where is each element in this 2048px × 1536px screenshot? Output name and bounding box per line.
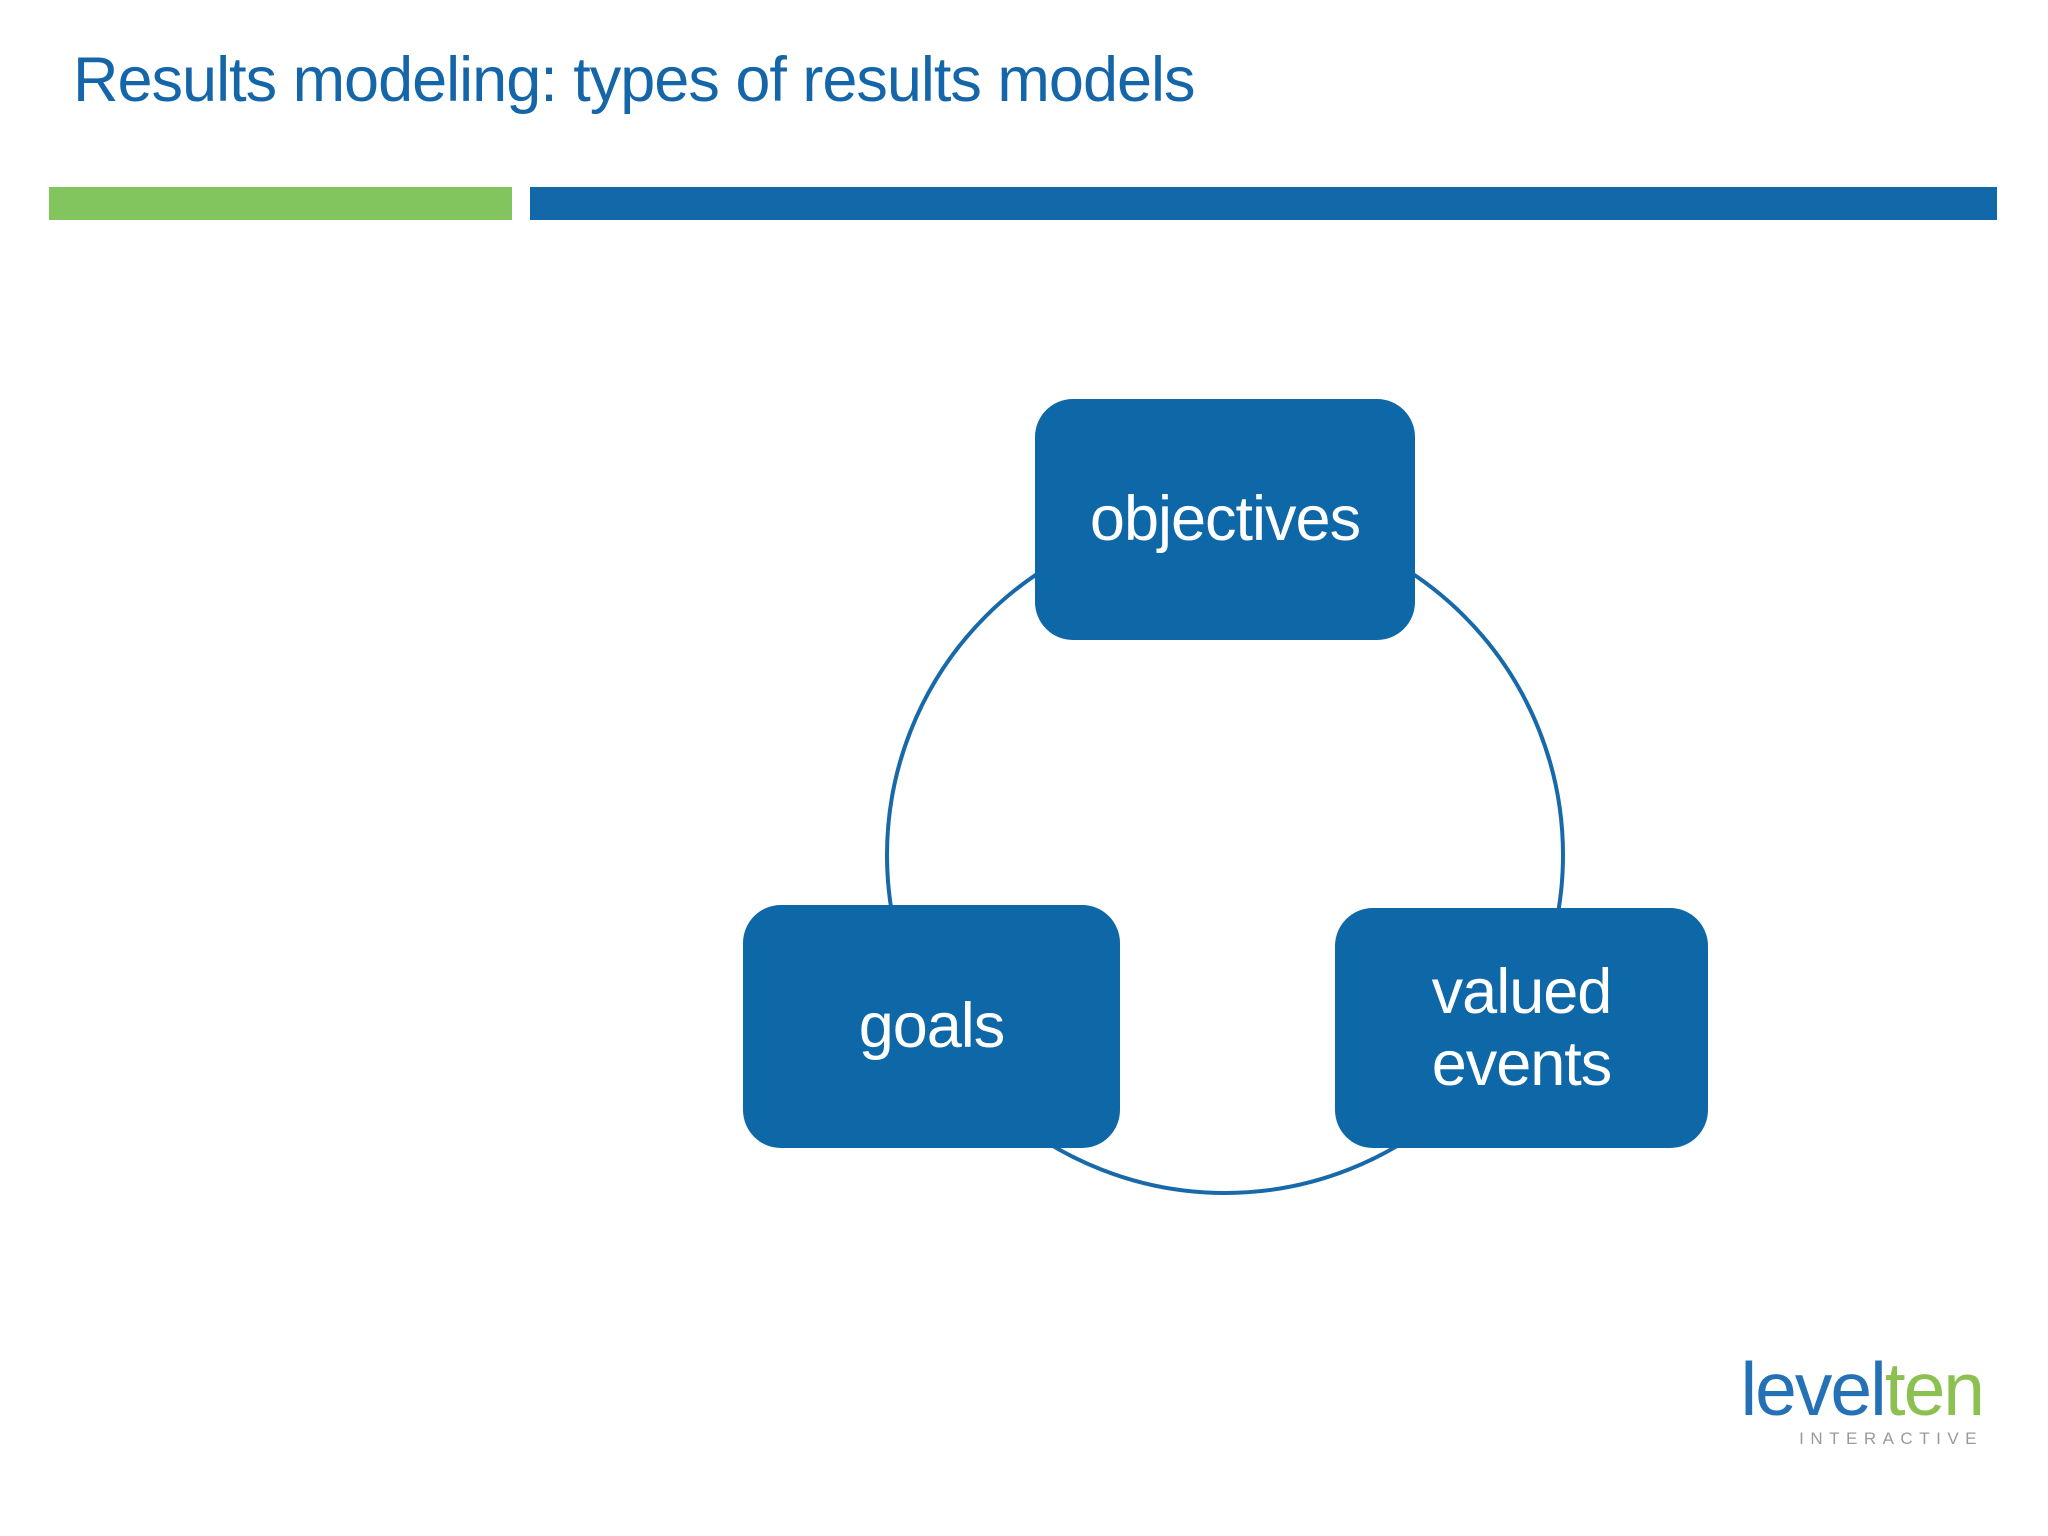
accent-bar-green [49,187,512,220]
diagram-node-objectives: objectives [1035,399,1415,640]
levelten-logo: levelten INTERACTIVE [1693,1352,1985,1449]
diagram-node-valued-events: valued events [1335,908,1708,1148]
levelten-logo-tagline: INTERACTIVE [1799,1429,1983,1448]
diagram-node-goals: goals [743,905,1120,1148]
diagram-node-objectives-label: objectives [1089,484,1361,555]
levelten-logo-wordmark: levelten [1740,1347,1985,1431]
levelten-logo-level: level [1740,1347,1886,1431]
diagram-node-goals-label: goals [858,991,1006,1062]
slide-title: Results modeling: types of results model… [73,45,1196,115]
diagram-node-valued-events-label: valued events [1431,956,1613,1099]
accent-bar-blue [530,187,1997,220]
levelten-logo-ten: ten [1884,1347,1985,1431]
